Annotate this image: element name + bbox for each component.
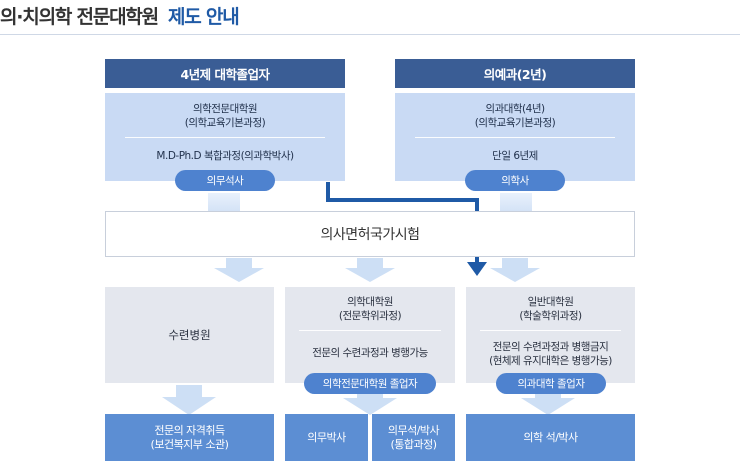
medical-doctorate-box: 의무박사 <box>285 414 368 461</box>
arrow-exam-to-general-grad <box>490 258 540 282</box>
specialist-license-box: 전문의 자격취득 (보건복지부 소관) <box>105 414 274 461</box>
medical-grad-separator <box>299 330 441 331</box>
integrated-degree-box: 의무석/박사 (통합과정) <box>372 414 455 461</box>
medical-degree-box: 의학 석/박사 <box>466 414 635 461</box>
arrow-head-general-grad <box>467 262 487 276</box>
page-title-highlight: 제도 안내 <box>167 6 240 28</box>
arrow-exam-to-hospital <box>214 258 264 282</box>
training-hospital-label: 수련병원 <box>168 328 211 342</box>
page-title: 의·치의학 전문대학원 제도 안내 <box>0 2 240 29</box>
general-grad-line1: 일반대학원 <box>527 296 574 308</box>
page-title-main: 의·치의학 전문대학원 <box>0 6 159 28</box>
title-divider <box>0 34 740 35</box>
track-right-line1: 의과대학(4년) <box>485 103 545 115</box>
track-left-degree-badge: 의무석사 <box>175 170 275 191</box>
track-right-line2: (의학교육기본과정) <box>474 117 556 129</box>
track-right-header: 의예과(2년) <box>395 59 635 88</box>
training-hospital-card: 수련병원 <box>105 287 274 383</box>
track-right-separator <box>415 137 615 138</box>
track-right-degree-badge: 의학사 <box>465 170 565 191</box>
track-right-line3: 단일 6년제 <box>492 150 538 162</box>
track-left-line3: M.D-Ph.D 복합과정(의과학박사) <box>156 150 294 162</box>
medical-grad-badge: 의학전문대학원 졸업자 <box>304 373 436 394</box>
arrow-medical-grad-to-degree <box>343 392 397 415</box>
medical-grad-line3: 전문의 수련과정과 병행가능 <box>312 347 428 359</box>
track-left-separator <box>125 137 325 138</box>
national-exam-bar: 의사면허국가시험 <box>105 211 635 257</box>
track-left-line1: 의학전문대학원 <box>192 103 258 115</box>
track-right-card: 의과대학(4년) (의학교육기본과정) 단일 6년제 <box>395 93 635 181</box>
arrow-hospital-to-license <box>162 385 216 415</box>
specialist-license-line1: 전문의 자격취득 <box>154 423 225 437</box>
general-grad-badge: 의과대학 졸업자 <box>496 373 606 394</box>
general-grad-line2: (학술학위과정) <box>519 310 582 322</box>
general-grad-line3: 전문의 수련과정과 병행금지 <box>492 341 609 353</box>
track-left-card: 의학전문대학원 (의학교육기본과정) M.D-Ph.D 복합과정(의과학박사) <box>105 93 345 181</box>
integrated-degree-line1: 의무석/박사 <box>387 423 440 437</box>
general-grad-line4: (현체제 유지대학은 병행가능) <box>489 355 612 367</box>
track-left-header: 4년제 대학졸업자 <box>105 59 345 88</box>
connector-right-to-exam <box>500 193 532 212</box>
general-grad-separator <box>480 330 621 331</box>
medical-grad-school-card: 의학대학원 (전문학위과정) 전문의 수련과정과 병행가능 <box>285 287 455 383</box>
arrow-exam-to-medical-grad <box>345 258 395 282</box>
medical-grad-line2: (전문학위과정) <box>338 310 402 322</box>
integrated-degree-line2: (통합과정) <box>390 437 437 451</box>
medical-grad-line1: 의학대학원 <box>347 296 393 308</box>
general-grad-school-card: 일반대학원 (학술학위과정) 전문의 수련과정과 병행금지 (현체제 유지대학은… <box>466 287 635 383</box>
arrow-general-grad-to-degree <box>521 392 575 415</box>
connector-left-to-exam <box>208 193 240 212</box>
track-left-line2: (의학교육기본과정) <box>184 117 266 129</box>
specialist-license-line2: (보건복지부 소관) <box>150 437 229 451</box>
